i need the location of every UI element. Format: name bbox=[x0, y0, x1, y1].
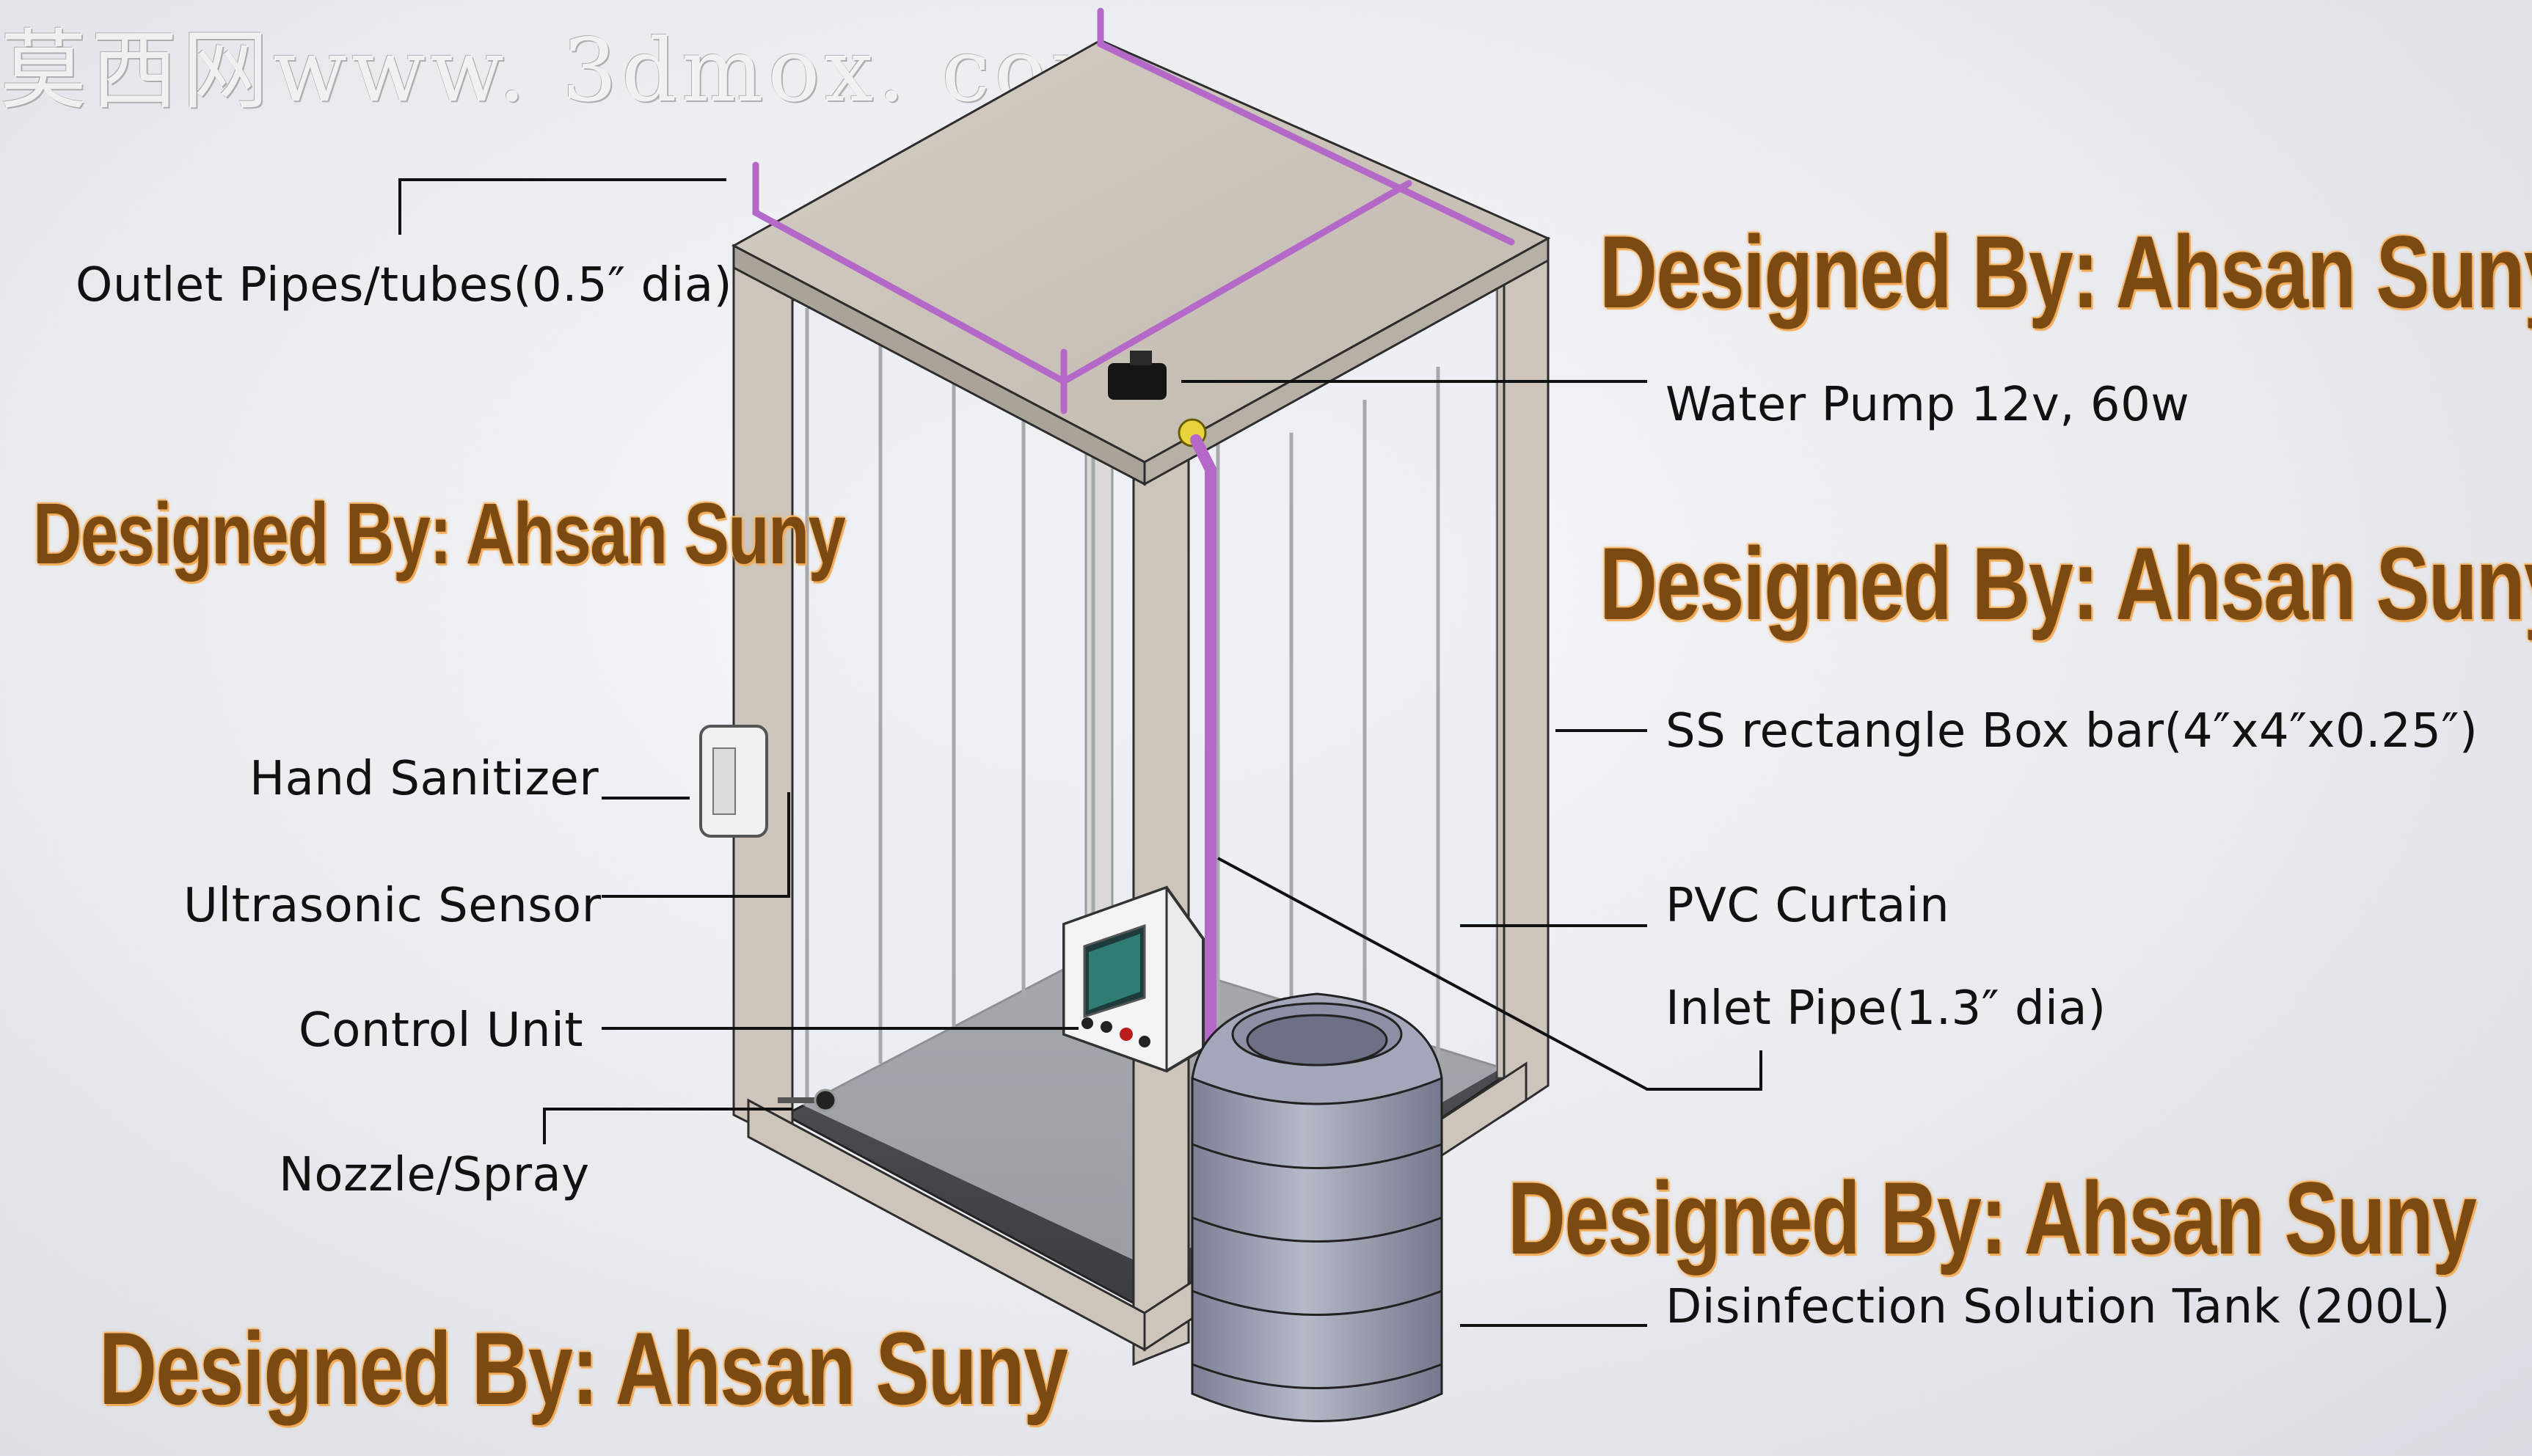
hand-sanitizer bbox=[699, 725, 768, 838]
site-watermark: 莫西网www. 3dmox. com bbox=[0, 20, 1138, 121]
disinfection-tank bbox=[1191, 992, 1443, 1422]
designer-credit-3: Designed By: Ahsan Suny bbox=[1599, 526, 2532, 641]
label-inlet-pipe: Inlet Pipe(1.3″ dia) bbox=[1665, 981, 2106, 1036]
label-box-bar: SS rectangle Box bar(4″x4″x0.25″) bbox=[1665, 704, 2478, 758]
roof bbox=[731, 39, 1551, 486]
label-tank: Disinfection Solution Tank (200L) bbox=[1665, 1280, 2451, 1334]
label-ultrasonic-sensor: Ultrasonic Sensor bbox=[183, 879, 602, 933]
label-water-pump: Water Pump 12v, 60w bbox=[1665, 378, 2190, 432]
label-control-unit: Control Unit bbox=[299, 1003, 583, 1058]
label-hand-sanitizer: Hand Sanitizer bbox=[249, 752, 599, 806]
label-outlet-pipes: Outlet Pipes/tubes(0.5″ dia) bbox=[76, 258, 733, 312]
nozzle-spray bbox=[778, 1089, 837, 1112]
inlet-pipe bbox=[1190, 434, 1216, 1055]
leader-lines bbox=[398, 178, 1762, 1327]
control-unit bbox=[1062, 885, 1205, 1073]
designer-credit-5: Designed By: Ahsan Suny bbox=[99, 1311, 1068, 1426]
designer-credit-1: Designed By: Ahsan Suny bbox=[1599, 214, 2532, 329]
label-pvc-curtain: PVC Curtain bbox=[1665, 879, 1950, 933]
designer-credit-2: Designed By: Ahsan Suny bbox=[33, 486, 846, 582]
water-pump bbox=[1108, 351, 1207, 447]
outlet-pipes bbox=[752, 7, 1515, 414]
label-nozzle-spray: Nozzle/Spray bbox=[279, 1148, 590, 1202]
designer-credit-4: Designed By: Ahsan Suny bbox=[1508, 1160, 2477, 1276]
